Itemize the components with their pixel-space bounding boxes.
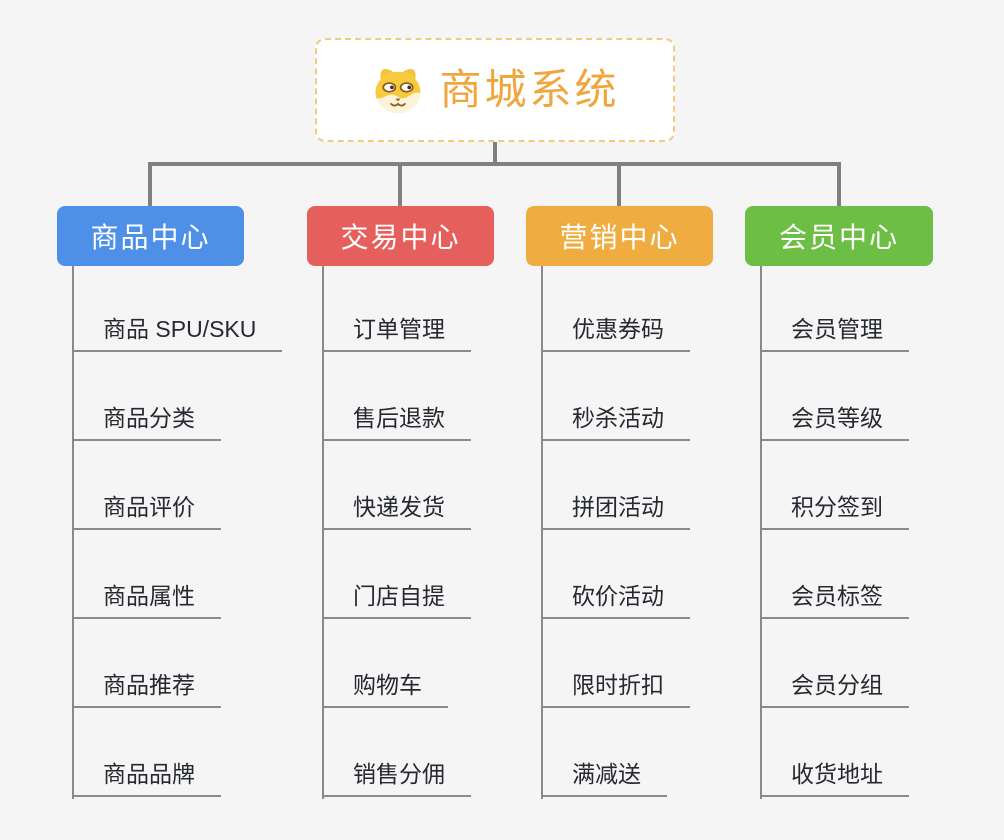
- connector-root-trunk: [493, 140, 497, 166]
- branch-trunk-products: [72, 266, 74, 799]
- branch-trunk-marketing: [541, 266, 543, 799]
- leaf-node[interactable]: 销售分佣: [322, 759, 471, 797]
- leaf-node[interactable]: 砍价活动: [541, 581, 690, 619]
- leaf-node[interactable]: 门店自提: [322, 581, 471, 619]
- leaf-node[interactable]: 拼团活动: [541, 492, 690, 530]
- leaf-node[interactable]: 会员标签: [760, 581, 909, 619]
- root-node-title: 商城系统: [439, 66, 620, 113]
- dog-face-icon: [375, 68, 422, 114]
- leaf-node[interactable]: 会员管理: [760, 314, 909, 352]
- leaf-node[interactable]: 购物车: [322, 670, 448, 708]
- leaf-node[interactable]: 售后退款: [322, 403, 471, 441]
- leaf-node[interactable]: 商品评价: [72, 492, 221, 530]
- connector-drop-members: [837, 162, 841, 208]
- leaf-node[interactable]: 限时折扣: [541, 670, 690, 708]
- leaf-node[interactable]: 会员等级: [760, 403, 909, 441]
- branch-node-trade-center[interactable]: 交易中心: [307, 206, 494, 266]
- branch-label: 营销中心: [559, 222, 680, 253]
- leaf-node[interactable]: 秒杀活动: [541, 403, 690, 441]
- leaf-node[interactable]: 商品 SPU/SKU: [72, 314, 283, 352]
- leaf-node[interactable]: 商品分类: [72, 403, 221, 441]
- branch-node-product-center[interactable]: 商品中心: [57, 206, 244, 266]
- connector-drop-marketing: [617, 162, 621, 208]
- root-node-mall-system[interactable]: 商城系统: [315, 38, 675, 142]
- branch-label: 商品中心: [90, 222, 211, 253]
- leaf-node[interactable]: 订单管理: [322, 314, 471, 352]
- leaf-node[interactable]: 商品推荐: [72, 670, 221, 708]
- leaf-node[interactable]: 收货地址: [760, 759, 909, 797]
- leaf-node[interactable]: 会员分组: [760, 670, 909, 708]
- branch-node-member-center[interactable]: 会员中心: [745, 206, 933, 266]
- connector-drop-trade: [398, 162, 402, 208]
- leaf-node[interactable]: 积分签到: [760, 492, 909, 530]
- branch-trunk-members: [760, 266, 762, 799]
- leaf-node[interactable]: 商品属性: [72, 581, 221, 619]
- connector-horizontal: [148, 162, 841, 166]
- branch-label: 会员中心: [778, 222, 899, 253]
- leaf-node[interactable]: 快递发货: [322, 492, 471, 530]
- leaf-node[interactable]: 满减送: [541, 759, 667, 797]
- branch-label: 交易中心: [340, 222, 461, 253]
- branch-node-marketing-center[interactable]: 营销中心: [526, 206, 713, 266]
- connector-drop-products: [148, 162, 152, 208]
- leaf-node[interactable]: 优惠券码: [541, 314, 690, 352]
- leaf-node[interactable]: 商品品牌: [72, 759, 221, 797]
- branch-trunk-trade: [322, 266, 324, 799]
